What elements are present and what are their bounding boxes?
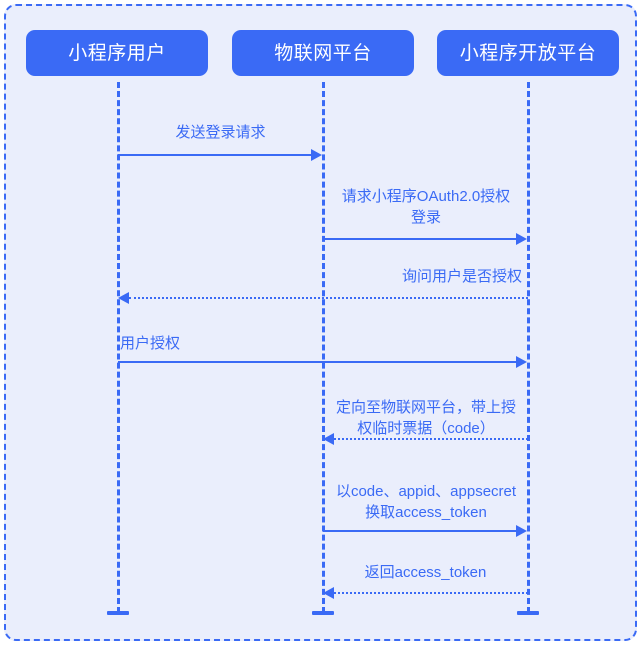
lifeline-miniprogram-open-platform bbox=[527, 82, 530, 613]
message-6-arrowhead-icon bbox=[516, 525, 527, 537]
message-1-line bbox=[118, 154, 312, 156]
actor-label-miniprogram-open-platform: 小程序开放平台 bbox=[459, 42, 597, 64]
message-7-arrowhead-icon bbox=[323, 587, 334, 599]
message-5-label: 定向至物联网平台，带上授 权临时票据（code） bbox=[335, 399, 516, 437]
lifeline-terminator-miniprogram-user bbox=[107, 611, 129, 615]
actor-box-miniprogram-user[interactable]: 小程序用户 bbox=[26, 30, 208, 76]
lifeline-terminator-iot-platform bbox=[312, 611, 334, 615]
message-7-line bbox=[334, 592, 528, 594]
message-1-label: 发送登录请求 bbox=[175, 124, 266, 141]
message-2-line bbox=[323, 238, 517, 240]
lifeline-terminator-miniprogram-open-platform bbox=[517, 611, 539, 615]
message-4-line bbox=[118, 361, 517, 363]
lifeline-iot-platform bbox=[322, 82, 325, 613]
actor-label-iot-platform: 物联网平台 bbox=[274, 42, 372, 64]
message-3-line bbox=[129, 297, 528, 299]
message-1-arrowhead-icon bbox=[311, 149, 322, 161]
message-3-arrowhead-icon bbox=[118, 292, 129, 304]
message-2-label: 请求小程序OAuth2.0授权 登录 bbox=[341, 188, 511, 226]
message-3-label: 询问用户是否授权 bbox=[401, 268, 522, 285]
message-6-label: 以code、appid、appsecret 换取access_token bbox=[335, 483, 517, 521]
message-7-label: 返回access_token bbox=[364, 564, 487, 581]
actor-box-miniprogram-open-platform[interactable]: 小程序开放平台 bbox=[437, 30, 619, 76]
diagram-frame bbox=[4, 4, 637, 641]
actor-label-miniprogram-user: 小程序用户 bbox=[68, 42, 166, 64]
actor-box-iot-platform[interactable]: 物联网平台 bbox=[232, 30, 414, 76]
message-4-label: 用户授权 bbox=[120, 335, 181, 352]
message-5-arrowhead-icon bbox=[323, 433, 334, 445]
message-4-arrowhead-icon bbox=[516, 356, 527, 368]
message-2-arrowhead-icon bbox=[516, 233, 527, 245]
message-6-line bbox=[323, 530, 517, 532]
message-5-line bbox=[334, 438, 528, 440]
lifeline-miniprogram-user bbox=[117, 82, 120, 613]
